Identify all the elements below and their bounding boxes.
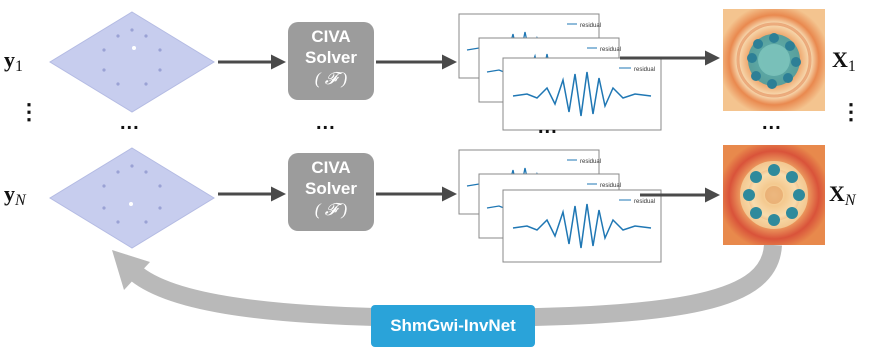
input-subscript: N [15, 192, 26, 209]
ellipsis-maps: ... [762, 112, 782, 134]
vertical-ellipsis-right: ⋮ [840, 99, 862, 124]
signal-legends: residual residual residual residual resi… [580, 23, 655, 205]
legend-label: residual [634, 67, 655, 73]
ellipsis-plates: ... [120, 112, 140, 134]
input-subscript: 1 [15, 58, 23, 75]
output-label-X1: X1 [832, 47, 856, 76]
plate-top [49, 11, 215, 113]
output-symbol: X [832, 47, 848, 72]
civa-solver-box-bottom: CIVA Solver ( 𝓕 ) [288, 153, 374, 231]
ellipsis-signals: ... [538, 116, 558, 138]
legend-label: residual [580, 23, 601, 29]
solver-title: CIVA [311, 158, 351, 177]
input-symbol: y [4, 181, 15, 206]
output-subscript: N [844, 192, 856, 209]
legend-label: residual [600, 183, 621, 189]
civa-solver-box-top: CIVA Solver ( 𝓕 ) [288, 22, 374, 100]
solver-title: CIVA [311, 27, 351, 46]
output-symbol: X [829, 181, 845, 206]
solver-subtitle: Solver [305, 179, 357, 198]
vertical-ellipsis-left: ⋮ [18, 99, 40, 124]
legend-label: residual [580, 159, 601, 165]
signal-stack-top [458, 13, 662, 131]
reconstruction-map-bottom [723, 145, 825, 245]
network-badge: ShmGwi-InvNet [371, 305, 535, 347]
input-symbol: y [4, 47, 15, 72]
output-label-XN: XN [829, 181, 856, 210]
output-subscript: 1 [847, 58, 856, 75]
ellipsis-solvers: ... [316, 112, 336, 134]
input-label-y1: y1 [4, 47, 23, 76]
solver-operator: ( 𝓕 ) [314, 69, 348, 88]
solver-operator: ( 𝓕 ) [314, 200, 348, 219]
plate-bottom [49, 147, 215, 249]
solver-subtitle: Solver [305, 48, 357, 67]
signal-stack-bottom [458, 149, 662, 263]
feedback-arrowhead [112, 250, 150, 290]
legend-label: residual [600, 47, 621, 53]
input-label-yN: yN [4, 181, 26, 210]
legend-label: residual [634, 199, 655, 205]
reconstruction-map-top [723, 9, 825, 111]
